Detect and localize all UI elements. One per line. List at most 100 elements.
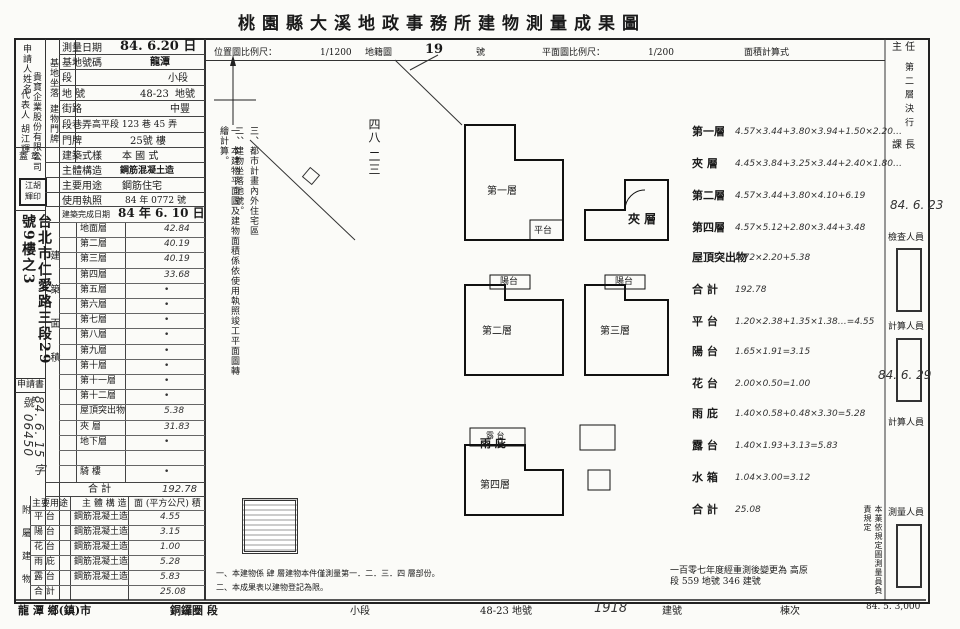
acc-area: 1.00 <box>160 542 181 552</box>
acc-use: 平 台 <box>34 512 55 522</box>
street-label: 街路 <box>62 104 82 115</box>
total-label: 合 計 <box>88 484 112 495</box>
formula-label: 合 計 <box>692 503 718 516</box>
footer-building-label: 建號 <box>662 606 682 617</box>
segment-label: 段 <box>62 73 72 84</box>
floor-name: 第七層 <box>80 315 108 326</box>
applicant-rep: 代表人 胡江輝 <box>19 90 29 154</box>
formula-label: 陽 台 <box>692 345 718 358</box>
formula-label: 屋頂突出物 <box>692 251 747 264</box>
document-title: 桃園縣大溪地政事務所建物測量成果圖 <box>238 14 646 34</box>
bottom-note-2: 二、本成果表以建物登記為限。 <box>216 583 328 592</box>
plan-label-second-floor: 第二層 <box>482 326 512 337</box>
formula-text: 1.04×3.00=3.12 <box>735 473 811 483</box>
formula-text: 4.57×3.44+3.80×4.10+6.19 <box>735 191 866 201</box>
acc-use: 花 台 <box>34 542 55 552</box>
acc-area: 3.15 <box>160 527 181 537</box>
survey-date-label: 測量日期 <box>62 43 102 54</box>
floor-name: 第六層 <box>80 300 108 310</box>
outer-frame <box>14 38 930 604</box>
door-number-value: 25號 樓 <box>130 136 166 147</box>
street-value: 中豐 <box>170 104 190 115</box>
formula-text: 4.57×3.44+3.80×3.94+1.50×2.20… <box>735 127 902 137</box>
small-segment-label: 小段 <box>168 73 188 84</box>
sheet-label: 地籍圖 <box>365 48 393 58</box>
formula-label: 露 台 <box>692 439 718 452</box>
checker-label: 檢查人員 <box>888 233 925 243</box>
area-label: 建築面積 <box>48 250 59 386</box>
footer-building-no: 1918 <box>594 601 628 616</box>
floor-name: 騎 樓 <box>80 467 101 478</box>
approval-date-1: 84. 6. 23 <box>890 198 944 212</box>
lot-label: 地 號 <box>62 89 86 100</box>
floor-area: • <box>164 360 170 371</box>
floor-area: 42.84 <box>164 224 190 234</box>
sheet-suffix: 號 <box>476 48 486 58</box>
floor-area: • <box>164 284 170 295</box>
plan-label-balcony-3: 陽台 <box>615 277 634 287</box>
door-label: 建物門牌 <box>48 104 58 144</box>
renumber-stamp: 一百零七年度經重測後變更為 高原段 559 地號 346 建號 <box>670 566 808 587</box>
floor-area: 33.68 <box>164 269 190 280</box>
acc-header-structure: 主 體 構 造 <box>82 499 127 509</box>
formula-text: 1.20×2.38+1.35×1.38…=4.55 <box>735 317 875 327</box>
floor-name: 第十一層 <box>80 376 117 386</box>
acc-structure: 鋼筋混凝土造 <box>74 512 129 522</box>
sheet-number: 19 <box>425 42 444 57</box>
completed-value: 84 年 6. 10 日 <box>118 206 205 220</box>
formula-label: 合 計 <box>692 283 718 296</box>
permit-label: 使用執照 <box>62 196 102 207</box>
structure-value: 本 國 式 <box>122 151 159 162</box>
floor-area: • <box>164 330 170 341</box>
checker-stamp <box>896 248 922 312</box>
floor-area: 5.38 <box>164 406 185 417</box>
footer-town: 龍 潭 鄉(鎮)市 <box>18 604 92 617</box>
plan-label-terrace: 露 台 <box>486 431 505 440</box>
plan-scale-label: 平面圖比例尺： <box>542 48 606 58</box>
structure-label: 建築式樣 <box>62 151 102 162</box>
acc-area: 4.55 <box>160 512 181 522</box>
floor-name: 第十二層 <box>80 391 117 402</box>
acc-use: 陽 台 <box>34 527 55 537</box>
calculator-stamp <box>896 338 922 402</box>
application-number: 84. 6. 15 字 號 06450 <box>21 396 46 477</box>
plan-label-mezzanine: 夾 層 <box>628 212 657 226</box>
responsibility-note: 本業依規定圖測量員負責規定 <box>863 505 883 595</box>
formula-label: 第四層 <box>692 221 725 234</box>
survey-date-value: 84. 6.20 日 <box>120 39 197 54</box>
acc-structure: 鋼筋混凝土造 <box>74 542 129 552</box>
acc-area: 5.28 <box>160 557 181 567</box>
application-label: 申請書 <box>17 380 45 390</box>
floor-name: 第八層 <box>80 330 108 341</box>
total-value: 192.78 <box>162 484 197 495</box>
approval-date-2: 84. 6. 29 <box>878 368 932 382</box>
floor-name: 夾 層 <box>80 421 101 432</box>
building-address: 台北市仁愛路三段29號9樓之3 <box>20 214 52 366</box>
formula-label: 水 箱 <box>692 471 718 484</box>
floor-area: • <box>164 467 170 478</box>
main-structure-label: 主體構造 <box>62 166 102 177</box>
floor-area: • <box>164 376 170 386</box>
floor-area: • <box>164 300 170 310</box>
floor-name: 第五層 <box>80 284 108 295</box>
applicant-seal-text: 江胡輝印 <box>25 181 41 201</box>
door-number-label: 門牌 <box>62 136 82 147</box>
position-scale-label: 位置圖比例尺： <box>214 48 278 58</box>
plan-label-balcony-2: 陽台 <box>500 277 519 287</box>
section-chief-label: 課 長 <box>892 140 916 151</box>
plan-scale-value: 1/200 <box>648 48 674 58</box>
formula-label: 雨 庇 <box>692 407 718 420</box>
use-label: 主要用途 <box>62 181 102 192</box>
permit-value: 84 年 0772 號 <box>125 196 186 206</box>
applicant-name: 貴寶企業股份有限公司 <box>31 72 41 172</box>
plan-label-fourth-floor: 第四層 <box>480 480 510 491</box>
note-2: 二、建物坐落地號。 <box>233 126 243 216</box>
acc-area: 5.83 <box>160 572 181 582</box>
formula-text: 4.57×5.12+2.80×3.44+3.48 <box>735 223 866 233</box>
position-scale-value: 1/1200 <box>320 48 352 58</box>
surveyor-stamp <box>896 524 922 588</box>
formula-label: 第二層 <box>692 189 725 202</box>
footer-lot: 48-23 地號 <box>480 606 533 617</box>
acc-use: 合 計 <box>34 587 55 597</box>
